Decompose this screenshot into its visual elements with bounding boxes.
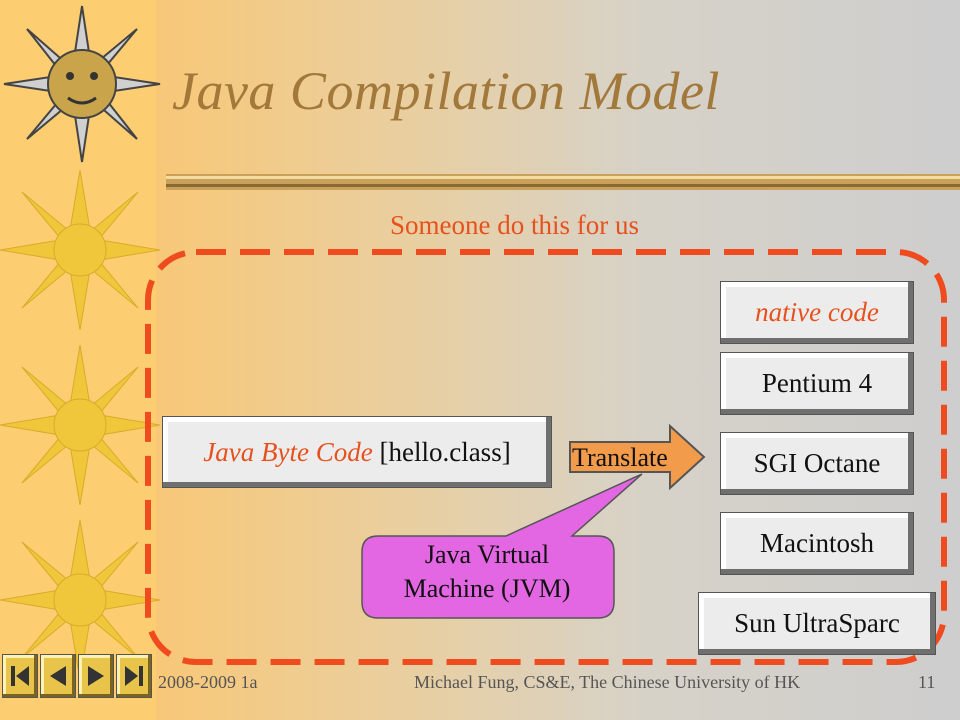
sun-icon xyxy=(0,520,160,680)
translate-label: Translate xyxy=(572,443,668,472)
previous-slide-button[interactable] xyxy=(40,654,76,698)
next-slide-icon xyxy=(88,666,104,686)
sun-icon xyxy=(0,170,160,330)
jvm-callout-line1: Java Virtual xyxy=(424,540,550,569)
slide-title: Java Compilation Model xyxy=(172,61,720,121)
jvm-callout-line2: Machine (JVM) xyxy=(403,574,571,603)
sun-face-icon xyxy=(3,5,161,163)
sun-ultrasparc-box: Sun UltraSparc xyxy=(698,592,936,655)
sun-icon xyxy=(0,345,160,505)
title-underline-bar xyxy=(166,174,960,190)
native-code-box: native code xyxy=(720,281,914,344)
last-slide-icon xyxy=(125,666,143,686)
bytecode-box: Java Byte Code [hello.class] xyxy=(162,416,552,488)
previous-slide-icon xyxy=(50,666,66,686)
slide-navigation xyxy=(2,654,154,704)
translate-arrow xyxy=(569,424,706,490)
bytecode-file: [hello.class] xyxy=(379,436,511,467)
footer-author: Michael Fung, CS&E, The Chinese Universi… xyxy=(414,672,801,692)
bytecode-label: Java Byte Code xyxy=(203,436,373,467)
footer-date: 2008-2009 1a xyxy=(158,672,258,692)
subtitle: Someone do this for us xyxy=(390,210,639,240)
first-slide-icon xyxy=(11,666,29,686)
pentium-box: Pentium 4 xyxy=(720,352,914,415)
next-slide-button[interactable] xyxy=(78,654,114,698)
jvm-callout-text: Java Virtual Machine (JVM) xyxy=(360,538,614,606)
sgi-box: SGI Octane xyxy=(720,432,914,495)
last-slide-button[interactable] xyxy=(116,654,152,698)
first-slide-button[interactable] xyxy=(2,654,38,698)
macintosh-box: Macintosh xyxy=(720,512,914,575)
footer-page-number: 11 xyxy=(918,672,936,692)
